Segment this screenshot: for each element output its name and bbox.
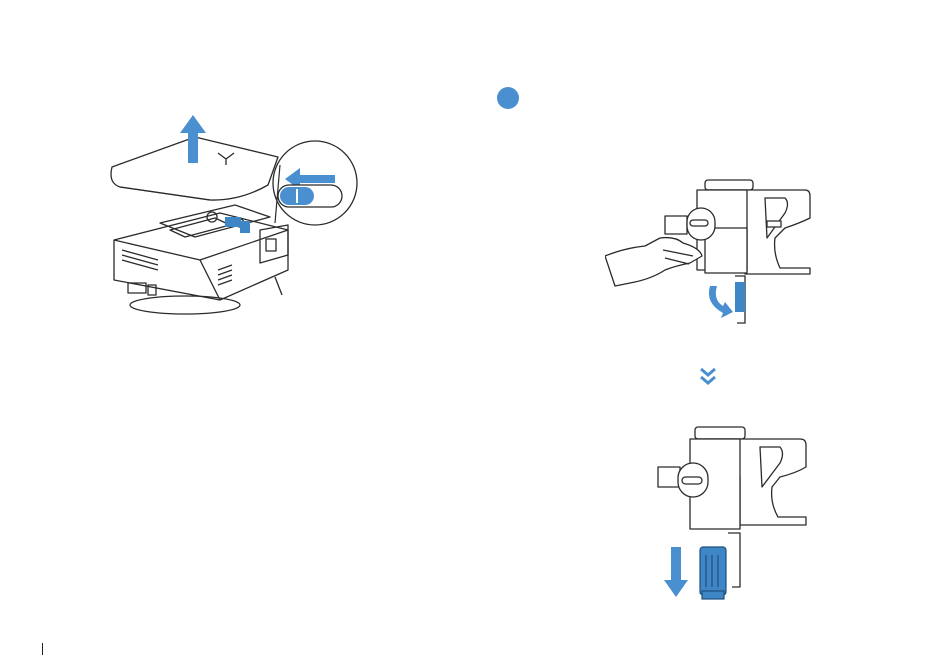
double-chevron-down-icon (699, 367, 717, 387)
robot-station-lid-illustration (100, 105, 360, 330)
handheld-bin-release-illustration (605, 178, 820, 328)
curved-arrow-icon (709, 286, 733, 318)
page-edge-mark (42, 643, 43, 655)
down-arrow-icon (664, 547, 688, 597)
handheld-filter-removal-illustration (640, 425, 820, 605)
step-indicator-dot (497, 87, 519, 109)
